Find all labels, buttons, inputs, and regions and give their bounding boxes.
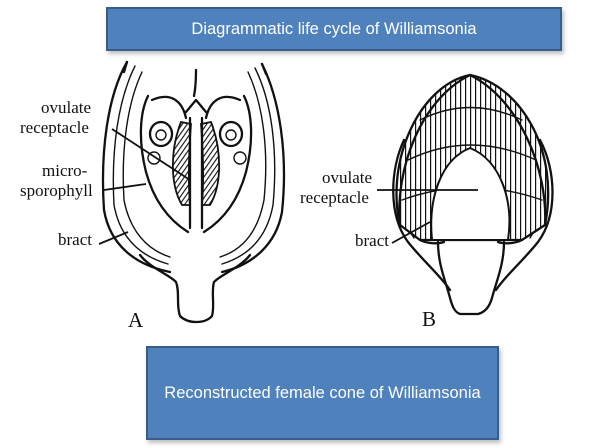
figure-a-outer-bract-right xyxy=(220,62,286,274)
figure-a-outer-bract-left xyxy=(101,60,172,274)
figure-a-microsporophyll-whorl xyxy=(139,94,190,234)
figure-a-ovulate-receptacle xyxy=(171,120,192,206)
label-b-ovulate: ovulate xyxy=(322,168,372,187)
label-a-bract: bract xyxy=(58,230,92,249)
leader-a-micro xyxy=(103,183,147,191)
label-a-receptacle: receptacle xyxy=(20,118,89,137)
figure-a-pollen-sac xyxy=(148,120,174,148)
leader-b-bract xyxy=(391,221,431,244)
label-a-sporophyll: sporophyll xyxy=(20,181,93,200)
figure-a-bisexual-flower xyxy=(101,60,286,324)
figure-b-labels: ovulate receptacle bract B xyxy=(300,168,478,331)
leader-a-ovulate xyxy=(111,128,191,181)
figure-a-letter: A xyxy=(128,308,144,332)
caption-banner: Reconstructed female cone of Williamsoni… xyxy=(146,346,499,440)
figure-a-labels: ovulate receptacle micro- sporophyll bra… xyxy=(20,98,191,332)
label-b-receptacle: receptacle xyxy=(300,188,369,207)
caption-text: Reconstructed female cone of Williamsoni… xyxy=(164,383,481,402)
figure-b-letter: B xyxy=(422,307,436,331)
figure-b-bract xyxy=(392,138,452,292)
figure-b-stalk xyxy=(436,240,506,316)
label-b-bract: bract xyxy=(355,231,389,250)
figure-a-pollen-sac xyxy=(218,120,244,148)
label-a-ovulate: ovulate xyxy=(41,98,91,117)
label-a-micro: micro- xyxy=(42,161,88,180)
figure-a-stalk xyxy=(138,253,252,324)
figure-b-female-cone xyxy=(392,73,554,316)
leader-a-bract xyxy=(98,231,129,245)
title-banner: Diagrammatic life cycle of Williamsonia xyxy=(106,7,562,51)
title-text: Diagrammatic life cycle of Williamsonia xyxy=(191,19,477,38)
